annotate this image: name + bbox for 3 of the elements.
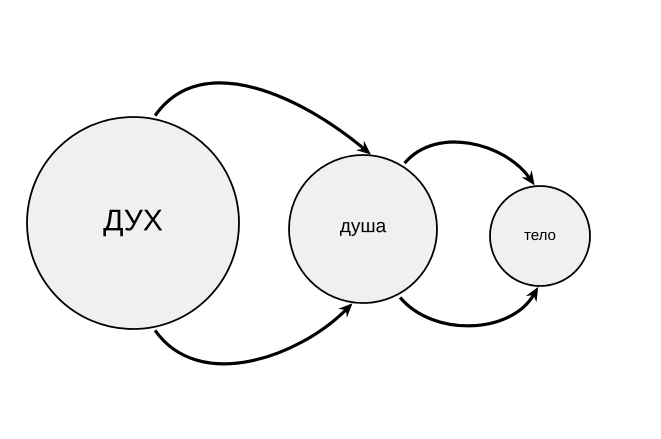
circle-node: ДУХ <box>26 116 240 330</box>
circle-node: тело <box>489 185 591 287</box>
circle-node: душа <box>288 154 438 304</box>
